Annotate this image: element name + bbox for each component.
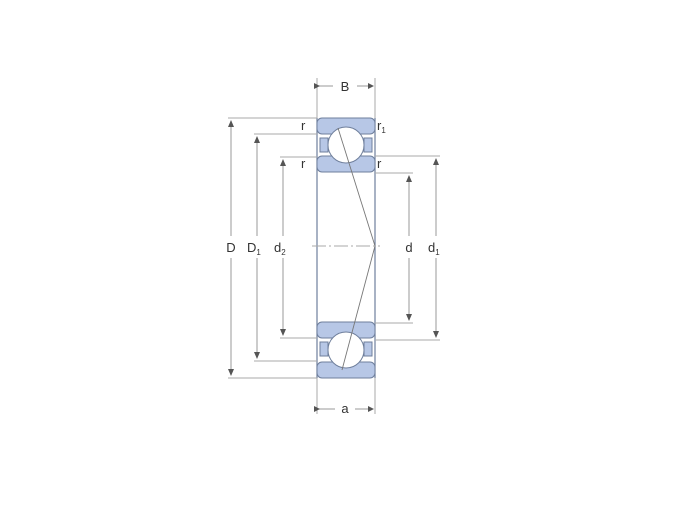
bottom-cross-section — [316, 321, 376, 379]
label-r-inner-left: r — [301, 156, 306, 171]
ball-top — [327, 126, 365, 164]
label-a: a — [341, 401, 349, 416]
label-d2: d2 — [274, 240, 286, 257]
contact-line-top — [337, 127, 376, 247]
label-r1: r1 — [377, 118, 386, 135]
label-D1: D1 — [247, 240, 261, 257]
label-r-outer: r — [301, 118, 306, 133]
label-D: D — [226, 240, 235, 255]
label-d1: d1 — [428, 240, 440, 257]
cage-right-bottom — [363, 341, 373, 357]
cage-right-top — [363, 137, 373, 153]
contact-line-bottom — [341, 245, 376, 371]
ball-bottom — [327, 331, 365, 369]
label-B: B — [341, 79, 350, 94]
cage-left-top — [319, 137, 329, 153]
label-d: d — [405, 240, 412, 255]
cage-left-bottom — [319, 341, 329, 357]
top-cross-section — [316, 117, 376, 173]
label-r-inner-right: r — [377, 156, 382, 171]
